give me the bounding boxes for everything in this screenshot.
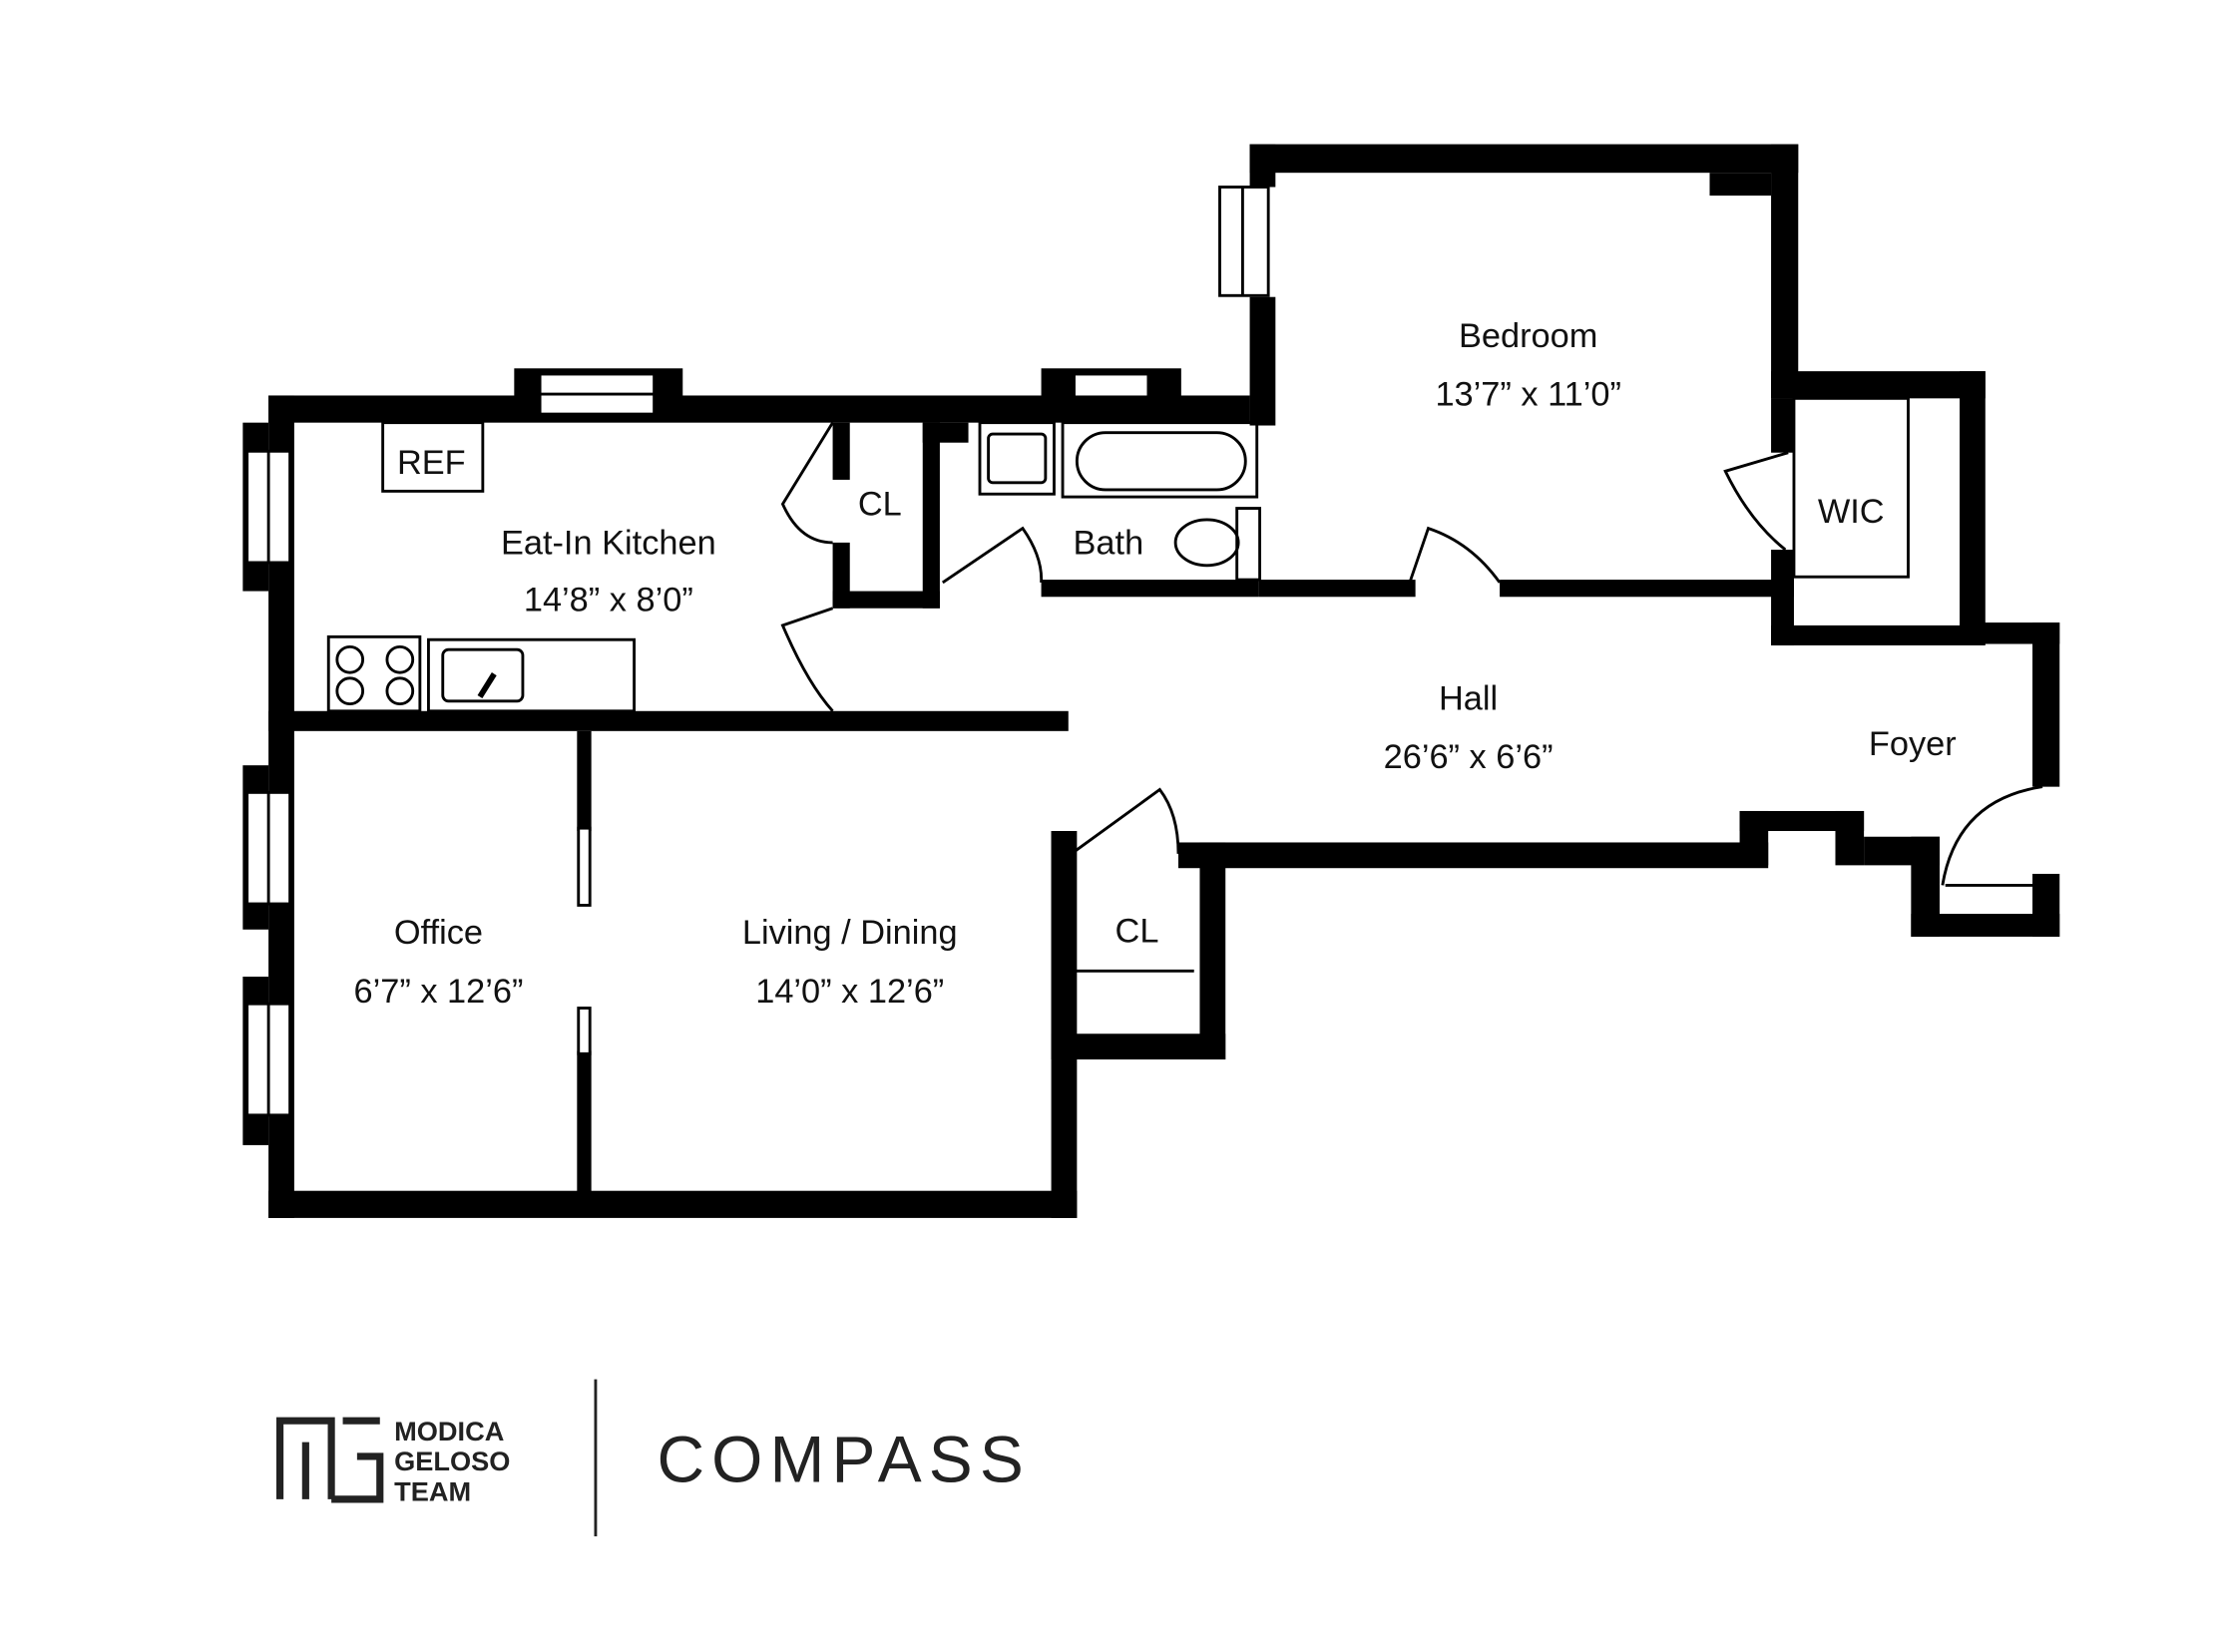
kitchen-closet-label: CL — [858, 486, 902, 524]
bath-sink — [978, 421, 1056, 496]
hall-closet-label: CL — [1115, 913, 1159, 951]
living-dims: 14’0” x 12’6” — [755, 973, 944, 1011]
team-line-3: TEAM — [394, 1475, 471, 1506]
compass-logo-text: COMPASS — [657, 1423, 1030, 1496]
toilet-bowl — [1173, 518, 1240, 568]
counter — [427, 637, 637, 713]
kitchen-dims: 14’8” x 8’0” — [524, 582, 693, 620]
team-line-1: MODICA — [394, 1416, 504, 1446]
toilet-tank — [1235, 507, 1262, 582]
refrigerator — [381, 421, 485, 493]
bathtub — [1061, 421, 1259, 499]
office-name: Office — [394, 914, 483, 952]
range — [326, 634, 422, 713]
kitchen-name: Eat-In Kitchen — [501, 524, 716, 562]
hall-name: Hall — [1439, 679, 1498, 717]
office-dims: 6’7” x 12’6” — [354, 973, 524, 1011]
wic-name: WIC — [1818, 493, 1885, 531]
bedroom-name: Bedroom — [1459, 317, 1597, 355]
doors — [780, 421, 2043, 973]
fixtures — [326, 396, 1910, 713]
room-labels: Bedroom 13’7” x 11’0” Eat-In Kitchen 14’… — [354, 317, 1957, 1011]
branding: MODICA GELOSO TEAM COMPASS — [275, 1379, 1030, 1537]
hall-dims: 26’6” x 6’6” — [1384, 738, 1554, 776]
living-name: Living / Dining — [742, 914, 958, 952]
bedroom-dims: 13’7” x 11’0” — [1435, 375, 1620, 413]
kitchen-sink-icon — [441, 647, 525, 703]
wic-shelf — [1792, 396, 1910, 579]
walls — [242, 144, 2060, 1218]
modica-geloso-logo — [275, 1417, 384, 1503]
team-line-2: GELOSO — [394, 1446, 510, 1476]
brand-divider — [594, 1379, 598, 1537]
ref-label: REF — [397, 444, 466, 482]
foyer-name: Foyer — [1869, 725, 1957, 763]
bath-name: Bath — [1074, 524, 1144, 562]
windows — [245, 186, 1270, 1117]
